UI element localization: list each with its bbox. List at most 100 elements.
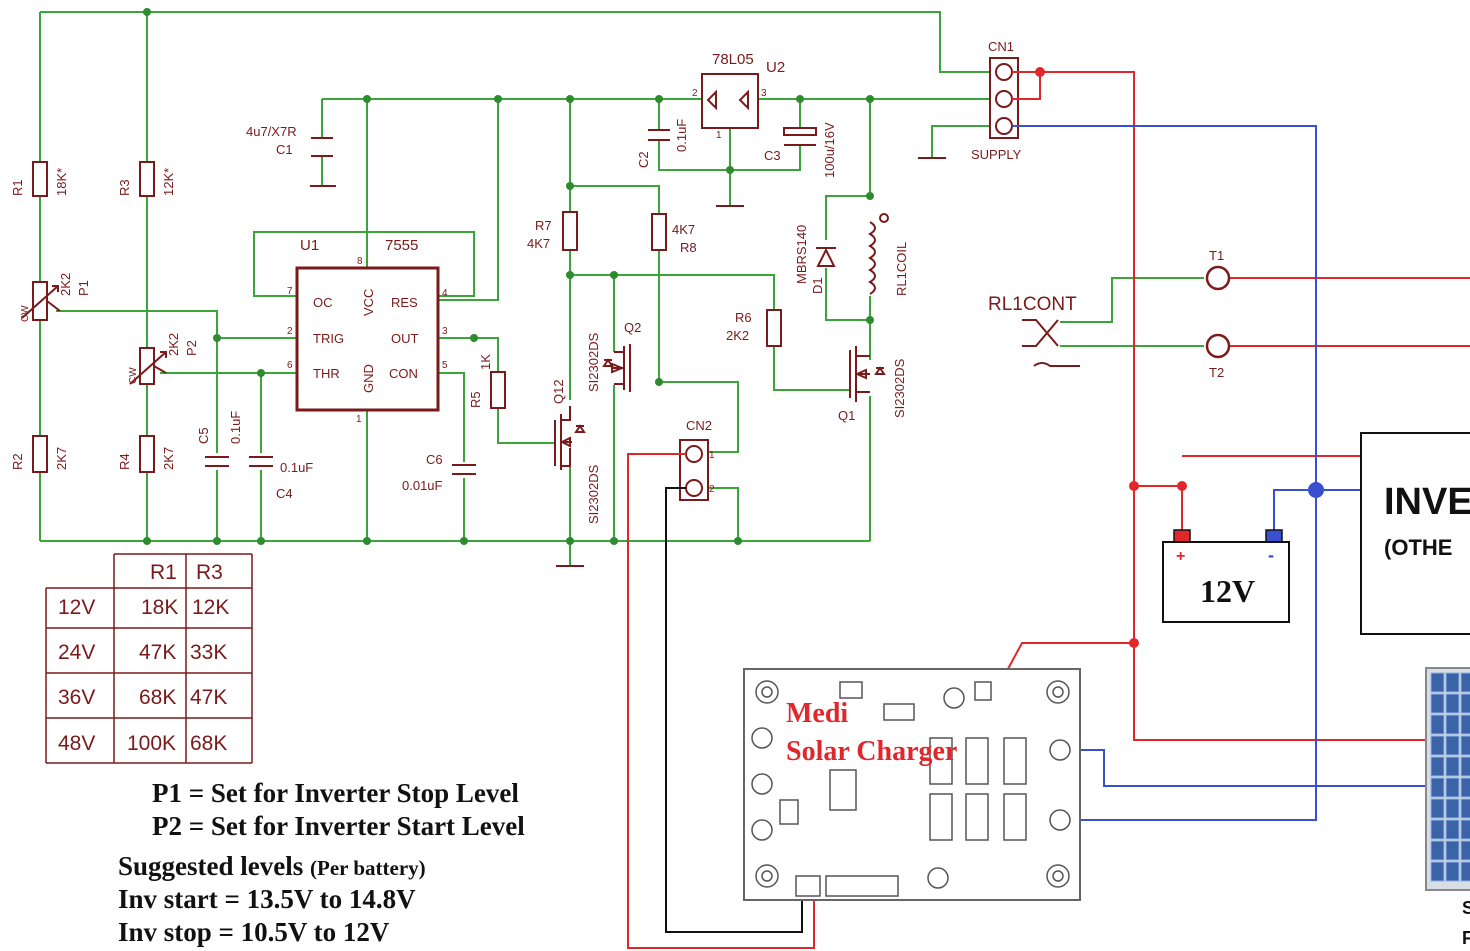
svg-text:VCC: VCC (361, 289, 376, 316)
svg-text:SUPPLY: SUPPLY (971, 147, 1022, 162)
svg-text:-: - (1268, 545, 1274, 565)
svg-text:48V: 48V (58, 732, 95, 755)
solar-cell (1460, 819, 1470, 840)
external-wiring (627, 67, 1470, 949)
capacitor-c2: C2 0.1uF (636, 119, 689, 168)
svg-text:2K2: 2K2 (726, 328, 749, 343)
solar-cell (1430, 840, 1445, 861)
capacitor-c1: 4u7/X7R C1 (246, 124, 336, 187)
note-p2: P2 = Set for Inverter Start Level (152, 811, 525, 841)
svg-text:7555: 7555 (385, 237, 418, 254)
svg-text:2: 2 (287, 326, 293, 337)
note-suggested-qualifier: (Per battery) (310, 856, 426, 880)
resistor-r7: R7 4K7 (527, 211, 578, 251)
svg-text:CW: CW (20, 305, 31, 322)
solar-cell (1445, 693, 1460, 714)
svg-text:1K: 1K (478, 354, 493, 370)
circuit-wires (39, 11, 1204, 565)
svg-text:4K7: 4K7 (672, 222, 695, 237)
svg-text:0.1uF: 0.1uF (674, 119, 689, 152)
mosfet-q12: Q12 SI2302DS (551, 379, 601, 524)
note-inv-start: Inv start = 13.5V to 14.8V (118, 884, 416, 914)
svg-text:12K: 12K (192, 596, 229, 619)
resistor-r3: R3 12K* (117, 161, 176, 197)
svg-text:+: + (1176, 548, 1185, 565)
svg-text:1: 1 (709, 450, 715, 461)
svg-text:RL1COIL: RL1COIL (894, 242, 909, 296)
svg-text:Q12: Q12 (551, 379, 566, 404)
svg-text:100u/16V: 100u/16V (822, 122, 837, 178)
svg-text:68K: 68K (139, 686, 176, 709)
svg-text:C3: C3 (764, 148, 781, 163)
note-p1: P1 = Set for Inverter Stop Level (152, 778, 519, 808)
svg-text:R7: R7 (535, 218, 552, 233)
svg-text:2: 2 (692, 88, 698, 99)
solar-cell (1430, 777, 1445, 798)
voltage-regulator-u2: 78L05 U2 2 3 1 (692, 51, 785, 141)
svg-text:7: 7 (287, 286, 293, 297)
battery-12v: + - 12V (1162, 529, 1290, 623)
svg-text:T1: T1 (1209, 248, 1224, 263)
svg-text:36V: 36V (58, 686, 95, 709)
solar-cell (1430, 819, 1445, 840)
svg-text:1: 1 (716, 130, 722, 141)
svg-text:24V: 24V (58, 641, 95, 664)
svg-text:OC: OC (313, 295, 333, 310)
svg-text:SI2302DS: SI2302DS (892, 358, 907, 418)
solar-cell (1460, 756, 1470, 777)
svg-text:0.1uF: 0.1uF (280, 460, 313, 475)
svg-text:0.1uF: 0.1uF (228, 411, 243, 444)
svg-text:3: 3 (442, 326, 448, 337)
solar-cell (1460, 840, 1470, 861)
resistor-table: R1 R3 12V 18K 12K 24V 47K 33K 36V 68K 47… (45, 553, 253, 764)
solar-cell (1460, 672, 1470, 693)
svg-text:RL1CONT: RL1CONT (988, 294, 1077, 315)
svg-text:0.01uF: 0.01uF (402, 478, 443, 493)
solar-cell (1445, 840, 1460, 861)
svg-text:5: 5 (442, 360, 448, 371)
capacitor-c3: C3 100u/16V (764, 122, 837, 178)
capacitor-c6: C6 0.01uF (402, 452, 476, 493)
svg-text:INVE: INVE (1384, 481, 1470, 523)
connector-cn2: CN2 1 2 (679, 418, 715, 501)
capacitor-c5: C5 0.1uF (196, 411, 243, 467)
solar-cell (1445, 756, 1460, 777)
svg-text:F: F (1462, 928, 1470, 948)
svg-text:CON: CON (389, 366, 418, 381)
svg-text:Q1: Q1 (838, 408, 855, 423)
svg-text:8: 8 (357, 256, 363, 267)
solar-cell (1460, 777, 1470, 798)
relay-coil: RL1COIL (868, 213, 909, 296)
junction-dots (143, 8, 874, 545)
svg-text:GND: GND (361, 364, 376, 393)
inverter-box: INVE (OTHE (1360, 432, 1470, 635)
svg-text:C6: C6 (426, 452, 443, 467)
solar-cell (1430, 714, 1445, 735)
solar-cell (1430, 756, 1445, 777)
diode-d1: MBRS140 D1 (794, 225, 836, 294)
svg-text:R1: R1 (10, 179, 25, 196)
timer-ic-u1: U1 7555 OC VCC RES TRIG OUT THR GND CON … (287, 237, 448, 425)
solar-cell (1460, 861, 1470, 882)
svg-text:C2: C2 (636, 151, 651, 168)
resistor-r6: R6 2K2 (726, 309, 782, 347)
resistor-r2: R2 2K7 (10, 435, 69, 473)
svg-text:MBRS140: MBRS140 (794, 225, 809, 284)
mosfet-q2: Q2 SI2302DS (586, 320, 641, 392)
svg-text:Q2: Q2 (624, 320, 641, 335)
svg-text:P1: P1 (76, 280, 91, 296)
svg-text:CN1: CN1 (988, 39, 1014, 54)
svg-text:2K7: 2K7 (54, 447, 69, 470)
potentiometer-p1: CW 2K2 P1 (20, 273, 91, 322)
svg-text:4u7/X7R: 4u7/X7R (246, 124, 297, 139)
svg-text:2: 2 (709, 484, 715, 495)
solar-cell (1460, 693, 1470, 714)
terminal-t1: T1 (1205, 248, 1231, 291)
solar-cell (1445, 798, 1460, 819)
svg-text:2K2: 2K2 (58, 273, 73, 296)
svg-text:78L05: 78L05 (712, 51, 754, 68)
note-suggested-title: Suggested levels (118, 851, 304, 881)
note-inv-stop: Inv stop = 10.5V to 12V (118, 917, 390, 947)
svg-text:S: S (1462, 898, 1470, 918)
solar-cell (1430, 861, 1445, 882)
